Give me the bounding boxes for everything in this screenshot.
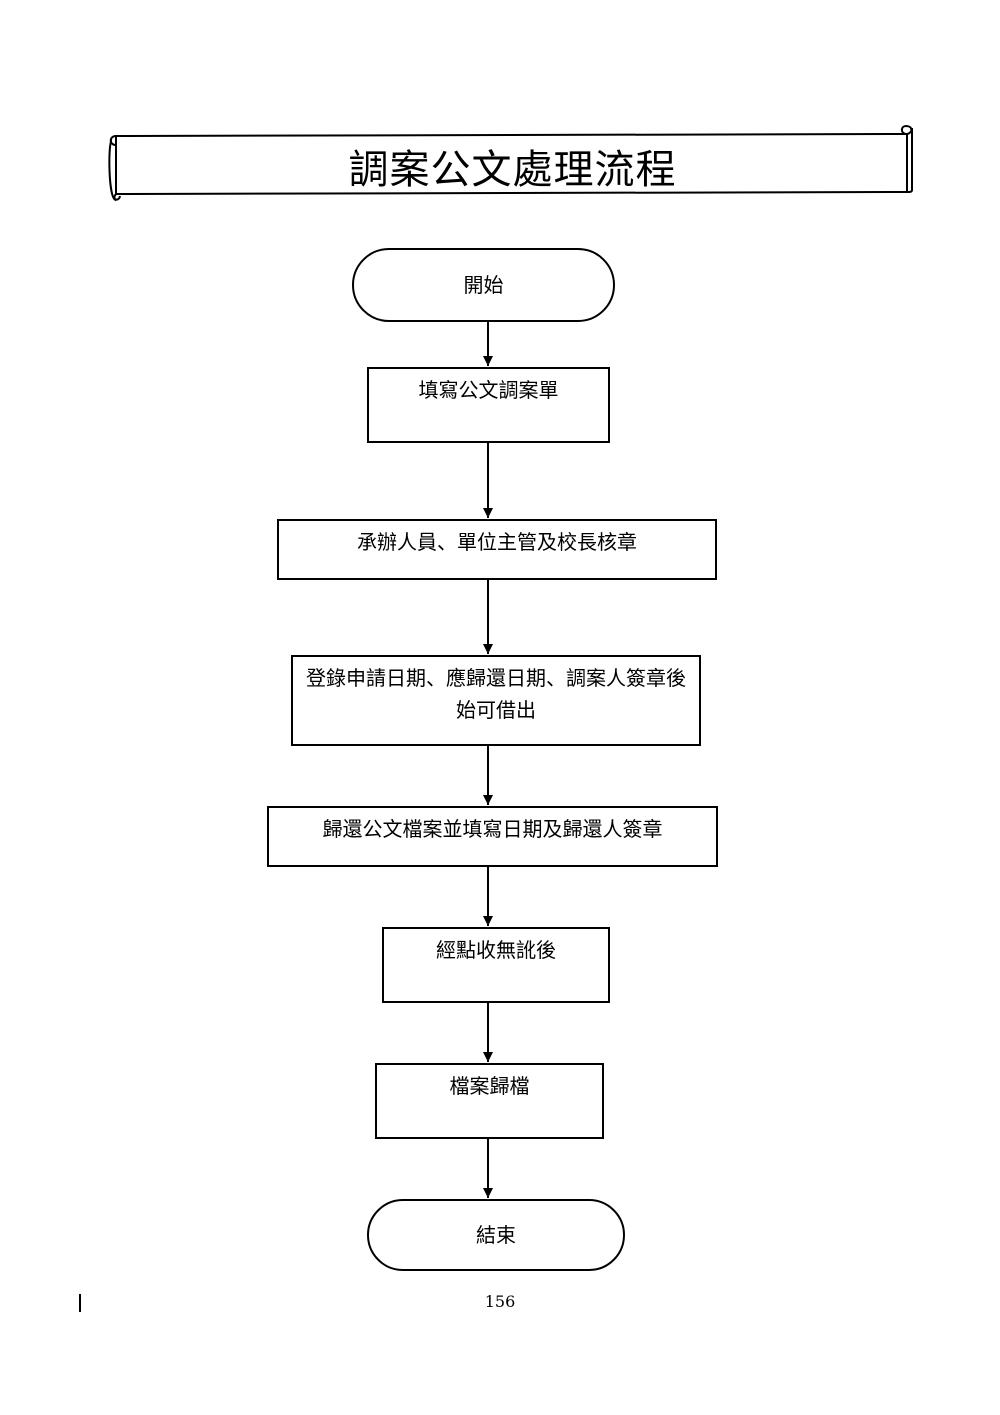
step-4-box: 歸還公文檔案並填寫日期及歸還人簽章 — [267, 806, 718, 867]
step-3-box: 登錄申請日期、應歸還日期、調案人簽章後始可借出 — [291, 655, 701, 746]
step-4-label: 歸還公文檔案並填寫日期及歸還人簽章 — [322, 817, 663, 841]
start-terminal: 開始 — [352, 248, 615, 322]
step-6-label: 檔案歸檔 — [449, 1074, 530, 1098]
step-1-box: 填寫公文調案單 — [367, 367, 610, 443]
page-number: 156 — [484, 1292, 516, 1311]
step-1-label: 填寫公文調案單 — [418, 378, 559, 402]
revision-margin-bar — [79, 1294, 81, 1312]
page-title: 調案公文處理流程 — [348, 147, 677, 193]
step-5-label: 經點收無訛後 — [436, 938, 556, 962]
start-label: 開始 — [463, 273, 504, 297]
step-2-box: 承辦人員、單位主管及校長核章 — [277, 519, 717, 580]
step-3-label: 登錄申請日期、應歸還日期、調案人簽章後始可借出 — [306, 666, 686, 722]
title-scroll-banner — [108, 124, 913, 201]
step-2-label: 承辦人員、單位主管及校長核章 — [357, 530, 637, 554]
step-5-box: 經點收無訛後 — [382, 927, 610, 1003]
end-label: 結束 — [476, 1223, 516, 1247]
end-terminal: 結束 — [367, 1199, 625, 1271]
step-6-box: 檔案歸檔 — [375, 1063, 604, 1139]
